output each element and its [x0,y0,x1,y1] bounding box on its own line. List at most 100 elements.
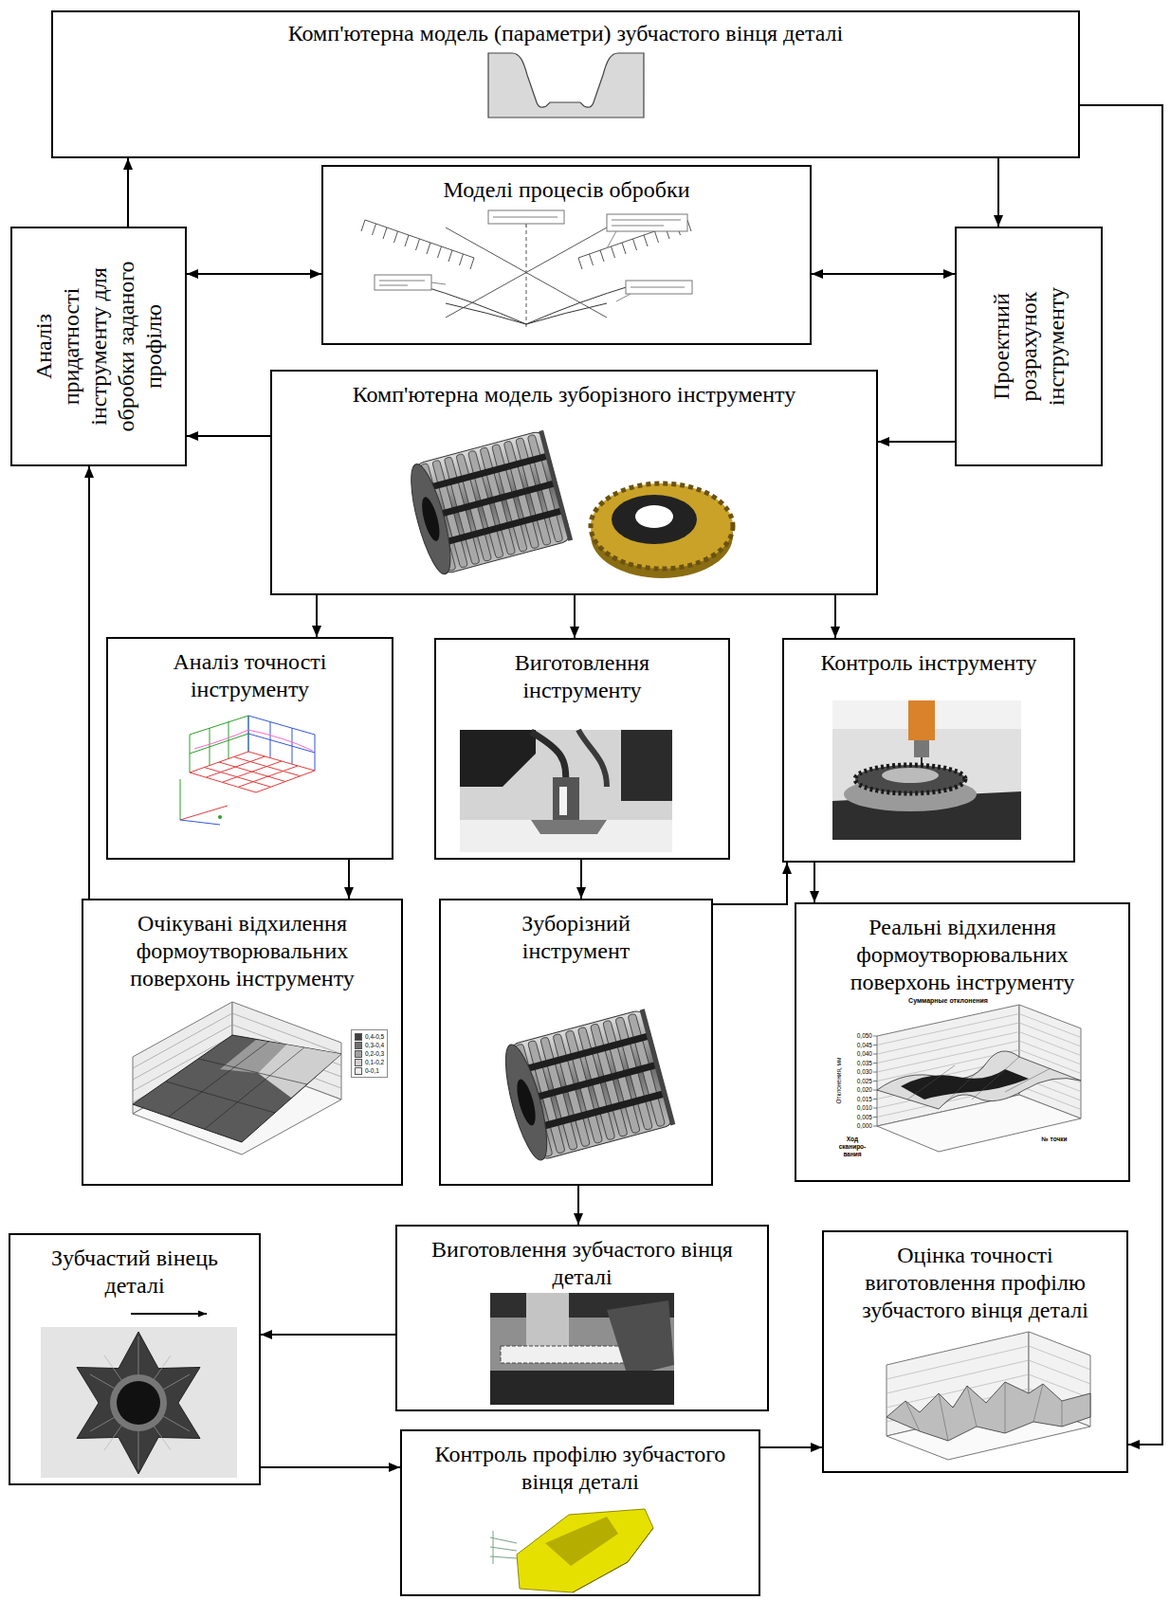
box-title: Очікувані відхилення формоутворювальних … [109,910,376,993]
gear-cutting-photo [606,1300,675,1377]
measuring-machine-photo [832,700,1022,841]
real-deviation-chart [907,1057,1051,1110]
flow-arrow [186,435,271,438]
flow-arrow [577,1186,580,1225]
box-title: Комп'ютерна модель зуборізного інструмен… [290,381,860,409]
flow-arrow [260,1466,401,1469]
legend-swatch [354,1050,363,1059]
flow-arrow [186,273,322,275]
shaper-cutter [635,505,674,529]
tooth-model [516,1509,654,1593]
gear-photo [40,1327,238,1479]
accuracy-wireframe [180,715,315,825]
axis-tick: 0,010 [844,1104,873,1113]
gear-photo [109,1374,167,1432]
process-box: Виготовлення інструменту [434,638,731,860]
model-box: Моделі процесів обробки [321,164,812,346]
box-title: Виготовлення зубчастого вінця деталі [416,1236,749,1292]
box-title: Контроль інструменту [791,649,1067,677]
tooth-profile [488,53,644,118]
grinding-machine-photo [621,730,673,802]
flow-arrow [315,595,318,638]
gear-cutting-photo [490,1293,675,1406]
accuracy-wireframe [189,751,315,793]
process-model-sketch [379,217,685,288]
gear-cutting-photo [490,1371,675,1406]
hob-cutter [402,430,573,579]
box-title: Проектний розрахунок інструменту [987,258,1071,435]
real-deviation-chart [873,1005,1081,1152]
gear-cutting-photo [526,1293,569,1349]
flow-arrow [580,859,583,899]
model-box: Комп'ютерна модель зуборізного інструмен… [270,369,878,596]
axis-tick: 0,030 [844,1068,873,1077]
gear-cutting-photo [490,1293,675,1406]
legend-swatch [354,1067,363,1076]
process-box: Проектний розрахунок інструменту [954,226,1103,467]
legend-text: 0,4-0,5 [365,1033,384,1042]
flow-arrow [260,1334,396,1336]
result-box: Оцінка точності виготовлення профілю зуб… [822,1230,1129,1474]
box-title: Зубчастий вінець деталі [39,1244,230,1300]
legend-text: 0-0,1 [365,1067,380,1076]
flow-arrow [712,862,787,905]
shaper-cutter [590,483,733,569]
axis-tick: 0,035 [844,1060,873,1068]
measuring-machine-photo [855,765,966,794]
gear-photo [90,1336,190,1470]
flow-arrow [347,859,350,899]
axis-tick: 0,040 [844,1050,873,1059]
accuracy-wireframe [194,730,313,751]
axis-tick: 0,045 [844,1042,873,1050]
tooth-model [572,1528,654,1593]
accuracy-wireframe [180,820,220,825]
legend-swatch [354,1042,363,1050]
box-title: Реальні відхилення формоутворювальних по… [829,914,1096,997]
process-model-sketch [374,274,432,291]
shaper-cutter [590,483,733,579]
expected-deviation-chart [165,1042,308,1130]
axis-tick: 0,020 [844,1086,873,1095]
legend-text: 0,2-0,3 [365,1050,384,1059]
axis-tick: 0,050 [844,1032,873,1041]
tooth-model [545,1517,619,1567]
profile-accuracy-chart [905,1382,1062,1442]
grinding-machine-photo [552,777,580,821]
accuracy-wireframe [180,779,182,821]
process-box: Виготовлення зубчастого вінця деталі [395,1224,769,1412]
accuracy-wireframe [218,815,222,820]
flow-arrow [877,440,955,443]
measuring-machine-photo [908,700,935,741]
flow-arrow [1079,105,1163,1445]
flow-arrow [573,595,576,639]
axis-title: Отклонения, мм [835,1047,843,1115]
hob-cutter [497,1008,677,1164]
profile-accuracy-chart [886,1332,1091,1461]
legend-swatch [354,1033,363,1042]
gear-cutting-photo [500,1346,634,1364]
process-model-sketch [361,210,693,328]
process-model-sketch [431,223,631,302]
grinding-machine-photo [530,820,607,835]
flow-arrow [127,158,129,227]
tooth-model [490,1531,517,1565]
flow-arrow [811,273,955,275]
legend-row: 0,4-0,5 [354,1032,384,1042]
flow-arrow [88,466,91,899]
measuring-machine-photo [881,767,939,784]
process-model-sketch [417,284,636,325]
axis-tick: 0,005 [844,1114,873,1122]
legend-row: 0-0,1 [354,1066,384,1076]
gear-photo [116,1381,161,1426]
real-deviation-chart [873,1036,878,1127]
expected-deviation-chart [257,1044,342,1098]
gear-photo [40,1314,238,1479]
process-box: Аналіз придатності інструменту для оброб… [10,226,187,467]
axis-tick: 0,000 [844,1122,873,1131]
real-deviation-chart [877,1095,1081,1152]
real-deviation-chart [877,1051,1081,1110]
grinding-machine-photo [578,730,607,787]
shaper-cutter [611,494,697,545]
profile-accuracy-chart [886,1382,1091,1442]
